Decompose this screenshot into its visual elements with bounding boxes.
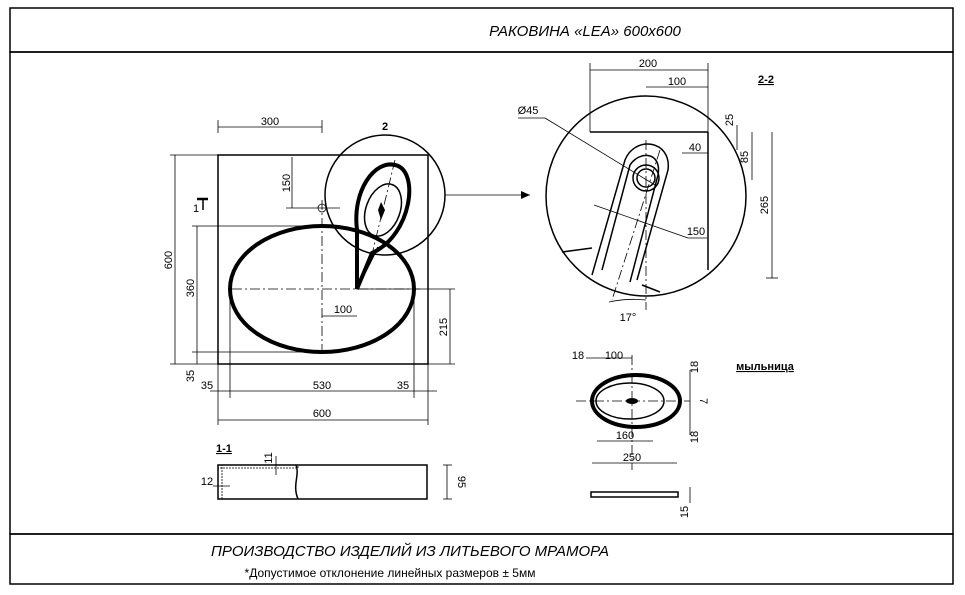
dim-18-right-top: 18 [689, 361, 701, 373]
dim-200: 200 [639, 58, 657, 70]
soap-dish-view: мыльница 18 100 160 250 18 7 18 15 [572, 350, 795, 518]
dim-25: 25 [724, 114, 736, 126]
dim-11: 11 [263, 452, 275, 463]
soap-dish-label: мыльница [736, 361, 795, 373]
plan-view: 2 1 300 150 600 360 35 100 215 [163, 116, 530, 425]
dim-35-right: 35 [397, 380, 409, 392]
section-marker-1: 1 [193, 203, 199, 215]
dim-diameter-45: Ø45 [518, 105, 539, 117]
dim-265: 265 [759, 196, 771, 214]
dim-250: 250 [623, 452, 641, 464]
dim-85: 85 [739, 151, 751, 163]
drawing-frame [9, 51, 954, 535]
title-frame [9, 7, 954, 53]
dim-100: 100 [334, 304, 352, 316]
dim-600-horizontal: 600 [313, 408, 331, 420]
basin-outline [217, 154, 429, 365]
dim-150: 150 [281, 174, 293, 192]
dim-18-top-left: 18 [572, 350, 584, 362]
dim-35-vertical: 35 [185, 370, 197, 382]
dim-95: 95 [455, 476, 467, 488]
dim-215: 215 [438, 318, 450, 336]
soap-dish-shape [354, 162, 412, 290]
dim-150-detail: 150 [687, 226, 705, 238]
detail-2-2-label: 2-2 [758, 74, 774, 86]
dim-angle-17: 17° [620, 312, 637, 324]
dim-35-left: 35 [201, 380, 213, 392]
dim-18-right-bottom: 18 [689, 431, 701, 443]
detail-circle-2 [324, 134, 446, 256]
dim-12: 12 [201, 476, 213, 488]
footer-frame [9, 533, 954, 585]
footer-heading: ПРОИЗВОДСТВО ИЗДЕЛИЙ ИЗ ЛИТЬЕВОГО МРАМОР… [211, 542, 609, 560]
detail-marker-2: 2 [382, 121, 388, 133]
dim-40: 40 [689, 142, 701, 154]
dim-530: 530 [313, 380, 331, 392]
drawing-title: РАКОВИНА «LEA» 600x600 [489, 23, 681, 40]
dim-15: 15 [679, 506, 691, 518]
dim-100-soap: 100 [605, 350, 623, 362]
dim-160: 160 [616, 430, 634, 442]
detail-2-2: 2-2 200 100 Ø45 40 25 85 265 [518, 58, 778, 324]
tolerance-note: *Допустимое отклонение линейных размеров… [245, 566, 536, 580]
section-1-1-label: 1-1 [216, 443, 232, 455]
dim-600-vertical: 600 [163, 251, 175, 269]
detail-circle [545, 95, 747, 297]
dim-300: 300 [261, 116, 279, 128]
dim-360: 360 [185, 279, 197, 297]
dim-7: 7 [697, 398, 709, 404]
section-1-1: 1-1 11 12 95 [201, 443, 467, 500]
dim-100-detail: 100 [668, 76, 686, 88]
